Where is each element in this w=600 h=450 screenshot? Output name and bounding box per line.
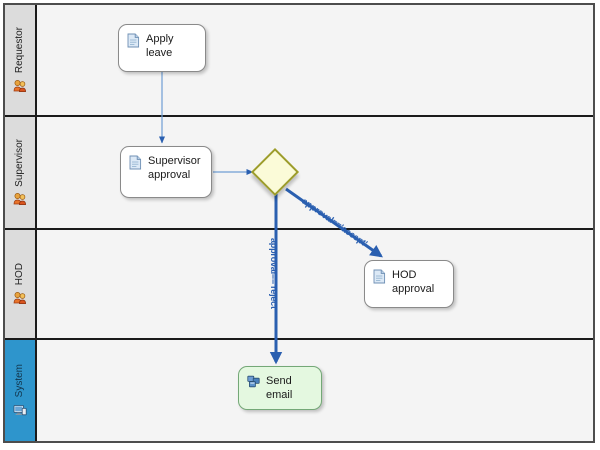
lane-header-system[interactable]: System (5, 340, 37, 441)
lane-label-hod: HOD (14, 262, 25, 286)
document-icon (129, 155, 142, 170)
task-send-email[interactable]: Send email (238, 366, 322, 410)
document-icon (127, 33, 140, 48)
edge-label-reject: approval=='reject' (269, 238, 279, 311)
lane-label-supervisor: Supervisor (14, 138, 25, 187)
lane-requestor[interactable]: Requestor (5, 5, 593, 117)
document-icon (373, 269, 386, 284)
computer-icon (13, 403, 27, 417)
task-hod-approval[interactable]: HOD approval (364, 260, 454, 308)
lane-label-system: System (14, 363, 25, 398)
task-apply-leave[interactable]: Apply leave (118, 24, 206, 72)
task-label: Apply leave (146, 33, 174, 59)
service-icon (247, 375, 260, 390)
task-label: Supervisor approval (148, 155, 201, 181)
people-icon (13, 192, 27, 206)
task-supervisor-approval[interactable]: Supervisor approval (120, 146, 212, 198)
people-icon (13, 291, 27, 305)
lane-header-requestor[interactable]: Requestor (5, 5, 37, 115)
lane-hod[interactable]: HOD (5, 230, 593, 340)
lane-supervisor[interactable]: Supervisor (5, 117, 593, 230)
lane-label-requestor: Requestor (14, 26, 25, 74)
lane-header-supervisor[interactable]: Supervisor (5, 117, 37, 228)
task-label: Send email (266, 375, 293, 401)
task-label: HOD approval (392, 269, 435, 295)
lane-header-hod[interactable]: HOD (5, 230, 37, 338)
people-icon (13, 79, 27, 93)
lane-body-hod[interactable] (39, 230, 593, 338)
